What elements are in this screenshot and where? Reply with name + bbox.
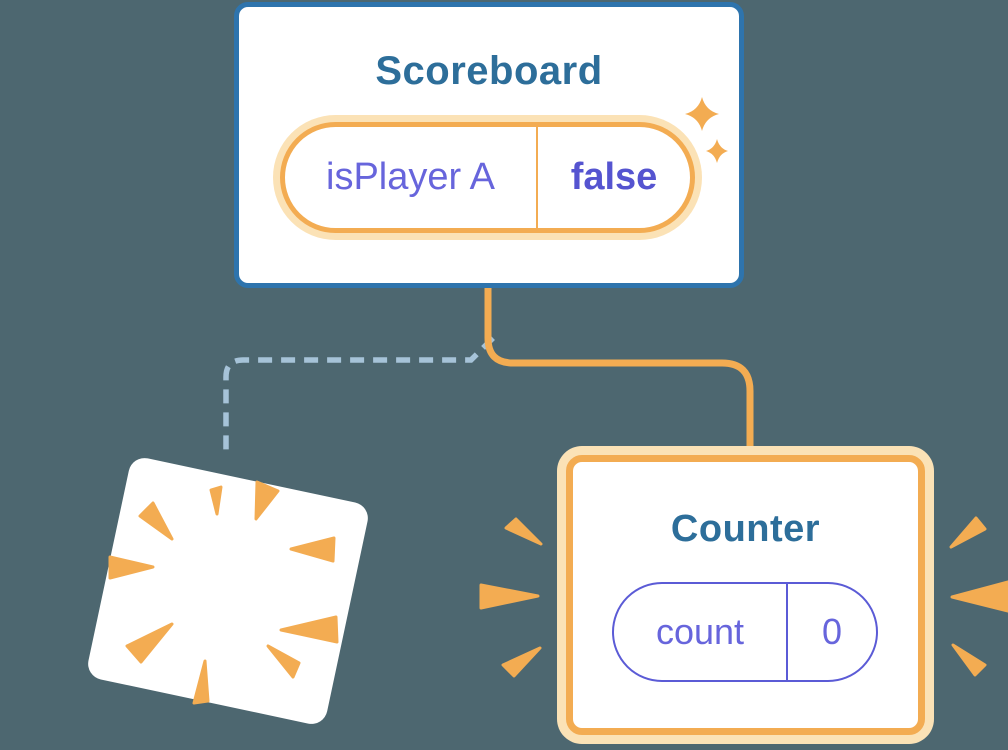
pill-divider — [536, 127, 538, 228]
burst-icon — [949, 516, 1008, 677]
burst-icon — [108, 480, 339, 705]
counter-title: Counter — [670, 508, 821, 550]
scoreboard-state-pill: isPlayer A false — [280, 122, 695, 233]
counter-component-card: Counter count 0 — [566, 455, 925, 735]
state-value-label: 0 — [821, 611, 843, 652]
pill-divider — [786, 584, 788, 680]
scoreboard-component-card: Scoreboard isPlayer A false — [234, 2, 744, 288]
counter-state-pill: count 0 — [612, 582, 878, 682]
destroyed-component-card — [88, 458, 368, 724]
solid-connector — [484, 286, 754, 460]
scoreboard-title: Scoreboard — [375, 49, 603, 93]
dashed-connector — [223, 336, 495, 458]
state-value-label: false — [570, 156, 658, 198]
state-name-label: count — [655, 611, 745, 652]
burst-icon — [479, 517, 543, 678]
state-name-label: isPlayer A — [326, 156, 495, 198]
